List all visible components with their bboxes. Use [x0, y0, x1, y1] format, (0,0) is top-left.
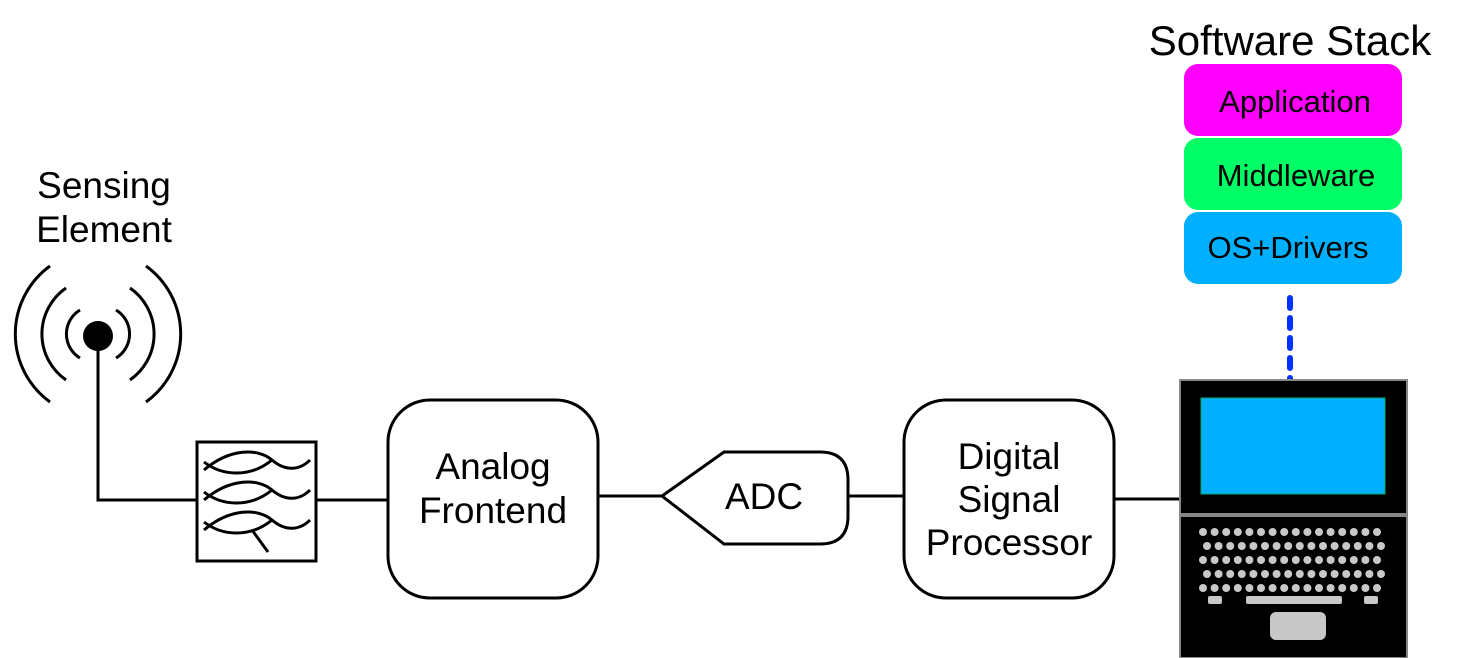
stack-layer-os-drivers-label: OS+Drivers — [1207, 230, 1368, 265]
analog-frontend-label-line2: Frontend — [419, 490, 567, 531]
analog-frontend-block — [386, 398, 600, 600]
software-stack: Application Middleware OS+Drivers — [1184, 64, 1402, 284]
dsp-label-line3: Processor — [926, 522, 1093, 563]
software-stack-title: Software Stack — [1149, 17, 1432, 64]
analog-frontend-label-line1: Analog — [435, 446, 550, 487]
dsp-label-line1: Digital — [958, 436, 1061, 477]
stack-layer-application-label: Application — [1219, 84, 1371, 119]
dsp-block — [902, 398, 1116, 600]
wire-sensor-to-filter — [96, 336, 197, 502]
filter-bank-icon — [195, 440, 318, 563]
sensing-element-label-line1: Sensing — [37, 165, 171, 206]
dsp-label-line2: Signal — [958, 479, 1061, 520]
stack-layer-middleware-label: Middleware — [1217, 158, 1376, 193]
stack-layer-application — [1184, 64, 1402, 136]
adc-label: ADC — [725, 476, 803, 517]
adc-block — [659, 450, 850, 546]
stack-layer-middleware — [1184, 138, 1402, 210]
sensing-element-label-line2: Element — [36, 209, 172, 250]
laptop-icon — [1179, 379, 1408, 658]
stack-layer-os-drivers — [1184, 212, 1402, 284]
